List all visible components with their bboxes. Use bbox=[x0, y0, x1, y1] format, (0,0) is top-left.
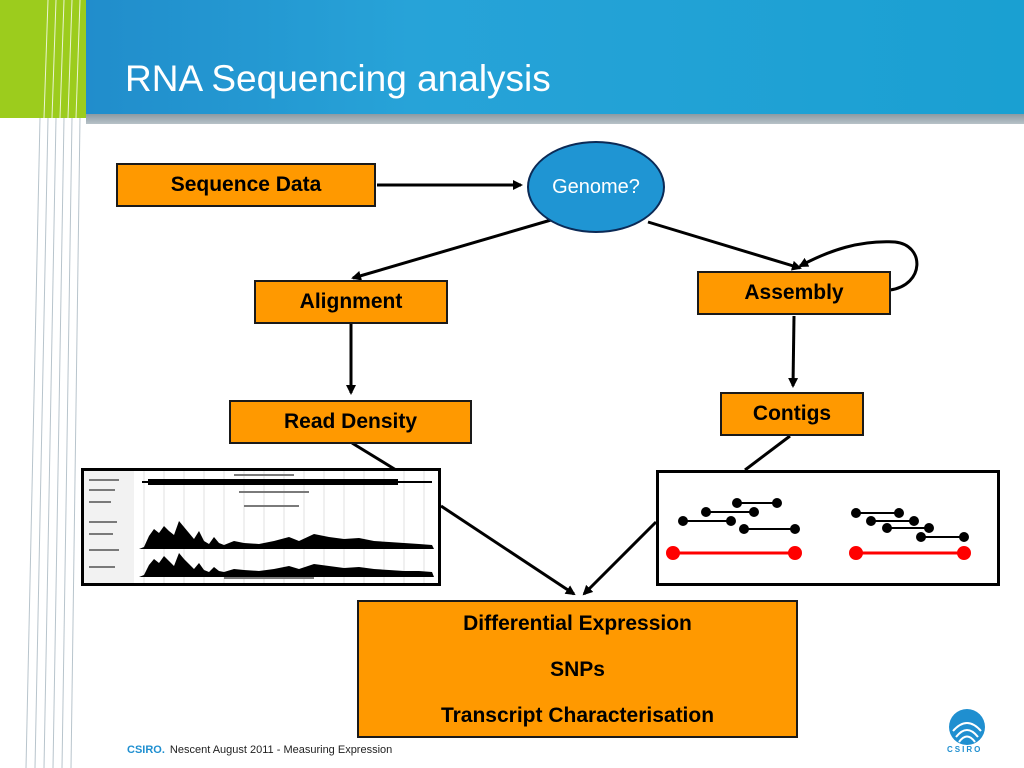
csiro-logo-text: CSIRO bbox=[947, 745, 983, 754]
arrow-contig-panel-to-results bbox=[582, 520, 658, 596]
arrow-genome-to-alignment bbox=[351, 218, 552, 281]
arrow-assembly-to-contigs bbox=[788, 315, 799, 388]
read-density-box: Read Density bbox=[229, 400, 472, 444]
footer-text: Nescent August 2011 - Measuring Expressi… bbox=[169, 744, 393, 756]
line-density-to-panel bbox=[351, 441, 397, 472]
genome-node: Genome? bbox=[527, 141, 665, 233]
arrow-genome-to-assembly bbox=[647, 220, 802, 271]
header-banner bbox=[0, 0, 1024, 118]
contig-read-overlaps bbox=[666, 498, 971, 560]
sequence-data-box: Sequence Data bbox=[116, 163, 376, 207]
arrow-panel-to-results bbox=[440, 504, 576, 596]
result-snps: SNPs bbox=[550, 658, 605, 681]
footer-brand: CSIRO. bbox=[127, 744, 165, 756]
coverage-tracks bbox=[84, 471, 438, 583]
assembly-box: Assembly bbox=[697, 271, 891, 315]
contigs-box: Contigs bbox=[720, 392, 864, 436]
footer: CSIRO. Nescent August 2011 - Measuring Ex… bbox=[127, 744, 392, 756]
alignment-box: Alignment bbox=[254, 280, 448, 324]
assembly-loop-arrow bbox=[798, 240, 919, 292]
line-contigs-to-panel bbox=[744, 434, 791, 472]
contig-diagram bbox=[656, 470, 1000, 586]
csiro-logo-icon bbox=[949, 709, 985, 745]
results-box: Differential Expression SNPs Transcript … bbox=[357, 600, 798, 738]
result-transcript-characterisation: Transcript Characterisation bbox=[440, 704, 715, 727]
header-divider bbox=[86, 114, 1024, 124]
result-differential-expression: Differential Expression bbox=[463, 612, 692, 635]
read-density-track-image bbox=[81, 468, 441, 586]
page-title: RNA Sequencing analysis bbox=[125, 58, 551, 99]
